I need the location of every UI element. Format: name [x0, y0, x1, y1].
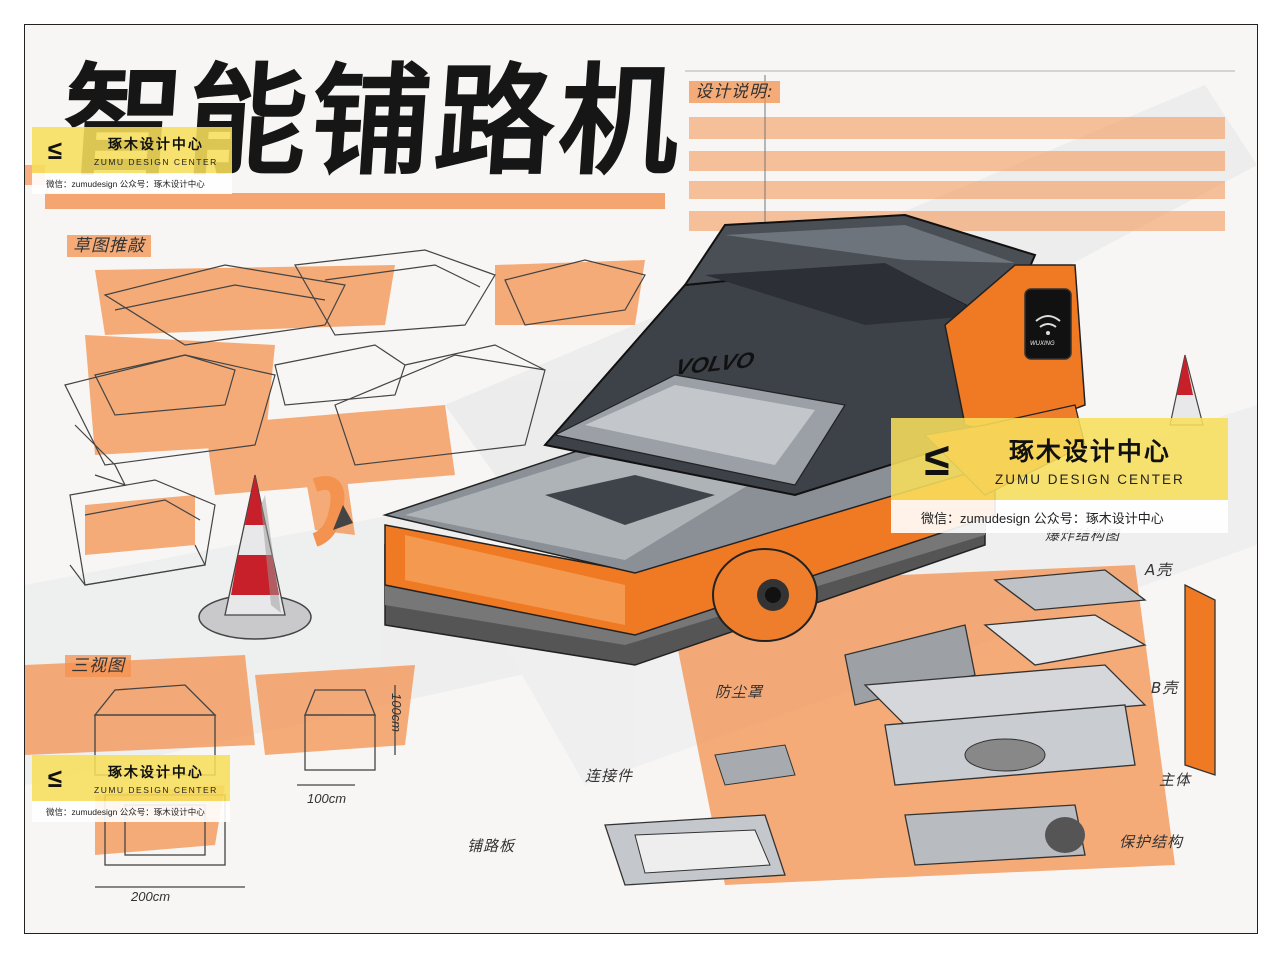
design-notes-label: 设计说明: [689, 77, 780, 103]
watermark-name-cn: 琢木设计中心 [107, 135, 204, 152]
watermark-name-en: ZUMU DESIGN CENTER [94, 784, 218, 795]
zumu-logo-icon: ≤ [924, 433, 950, 485]
part-label-shell-b: B壳 [1151, 679, 1179, 697]
watermark-name-en: ZUMU DESIGN CENTER [995, 471, 1185, 487]
design-note-lines [685, 70, 1235, 235]
watermark-small-bottom-banner: ≤ 琢木设计中心 ZUMU DESIGN CENTER [32, 755, 230, 801]
traffic-cone-right [1169, 354, 1204, 426]
sketch-section-label: 草图推敲 [67, 231, 151, 257]
watermark-name-cn: 琢木设计中心 [1008, 437, 1171, 466]
watermark-wechat: 微信：zumudesign 公众号：琢木设计中心 [32, 801, 230, 822]
three-view-text: 三视图 [65, 655, 131, 677]
sketch-artwork [25, 70, 1257, 888]
machine-screen-text: WUXING [1030, 341, 1055, 347]
traffic-cone-left [198, 474, 312, 640]
watermark-name-en: ZUMU DESIGN CENTER [94, 156, 218, 167]
paving-machine [382, 213, 1086, 666]
watermark-small-top-banner: ≤ 琢木设计中心 ZUMU DESIGN CENTER [32, 127, 232, 173]
concept-sketches [64, 249, 646, 586]
exploded-parts [604, 569, 1216, 886]
zumu-logo-icon: ≤ [47, 763, 63, 793]
dimension-length: 200cm [131, 889, 171, 904]
design-notes-text: 设计说明: [689, 81, 780, 103]
watermark-large-banner: ≤ 琢木设计中心 ZUMU DESIGN CENTER [891, 418, 1228, 500]
zumu-logo-icon: ≤ [47, 135, 63, 165]
sketch-section-text: 草图推敲 [67, 235, 151, 257]
part-label-shell-a: A壳 [1145, 561, 1173, 579]
part-label-inner: 主体 [1159, 771, 1192, 789]
watermark-small-top: ≤ 琢木设计中心 ZUMU DESIGN CENTER 微信：zumudesig… [32, 127, 232, 194]
three-view-label: 三视图 [65, 651, 131, 677]
dimension-height: 100cm [389, 692, 405, 733]
part-label-paving-plate: 铺路板 [467, 837, 516, 855]
watermark-name-cn: 琢木设计中心 [107, 763, 204, 780]
poster-sheet: 智能铺路机 设计说明: 草图推敲 三视图 爆炸结构图 VOLVO WUXING … [24, 24, 1258, 934]
watermark-small-bottom: ≤ 琢木设计中心 ZUMU DESIGN CENTER 微信：zumudesig… [32, 755, 230, 822]
watermark-wechat: 微信：zumudesign 公众号：琢木设计中心 [891, 500, 1228, 533]
dimension-width: 100cm [307, 791, 347, 806]
rotation-arrow [312, 476, 353, 547]
watermark-large: ≤ 琢木设计中心 ZUMU DESIGN CENTER 微信：zumudesig… [891, 418, 1228, 533]
part-label-protective: 保护结构 [1119, 833, 1184, 851]
watermark-wechat: 微信：zumudesign 公众号：琢木设计中心 [32, 173, 232, 194]
part-label-dust-cover: 防尘罩 [715, 683, 764, 701]
part-label-connector: 连接件 [585, 767, 634, 785]
